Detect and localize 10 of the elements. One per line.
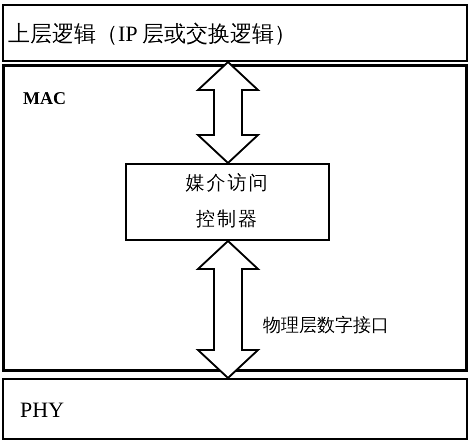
double-arrow	[195, 60, 261, 164]
double-arrow	[195, 240, 261, 380]
box-title: 媒介访问控制器	[184, 172, 270, 232]
box-title: PHY	[20, 396, 64, 424]
box-title: MAC	[23, 87, 66, 110]
mac-frame	[2, 64, 468, 372]
layer-box	[2, 4, 468, 62]
layer-box	[2, 378, 468, 440]
controller-box	[125, 163, 330, 241]
box-title: 上层逻辑（IP 层或交换逻辑）	[8, 20, 296, 48]
